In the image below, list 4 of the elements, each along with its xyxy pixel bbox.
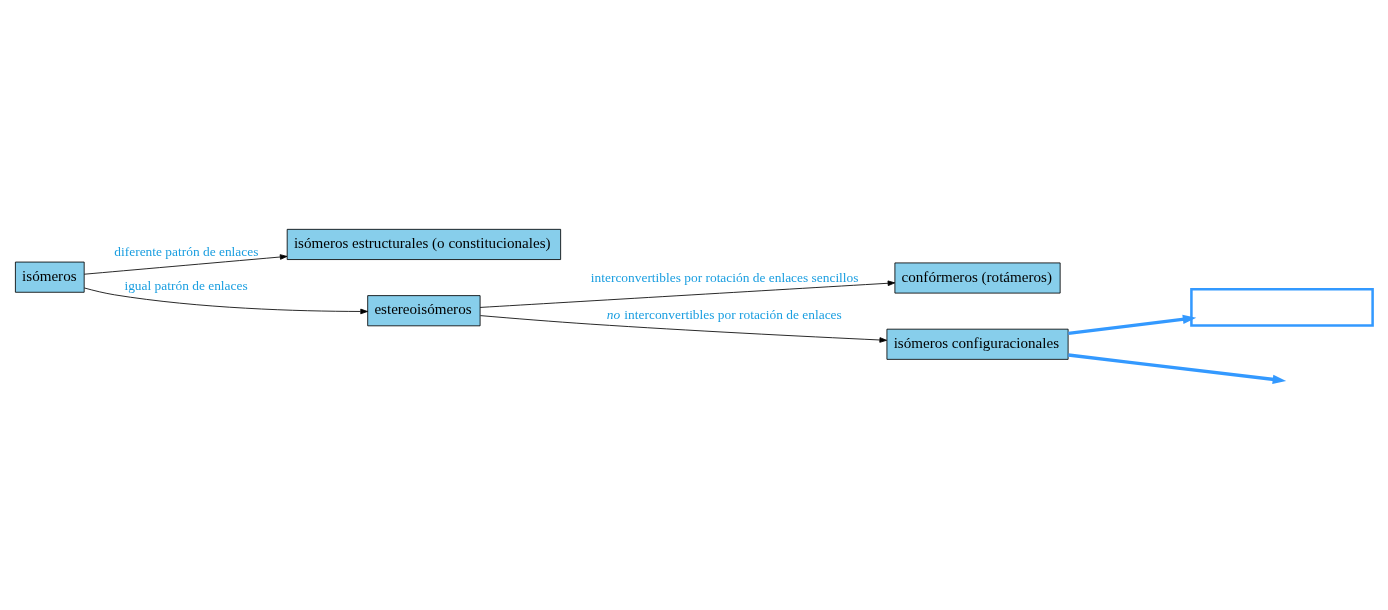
- edge-label: no interconvertibles por rotación de enlaces: [606, 306, 842, 322]
- edge-label: interconvertibles por rotación de enlaces sencillos: [590, 270, 859, 286]
- edge-label: diferente patrón de enlaces: [114, 244, 259, 260]
- edge-label: igual patrón de enlaces: [124, 278, 248, 294]
